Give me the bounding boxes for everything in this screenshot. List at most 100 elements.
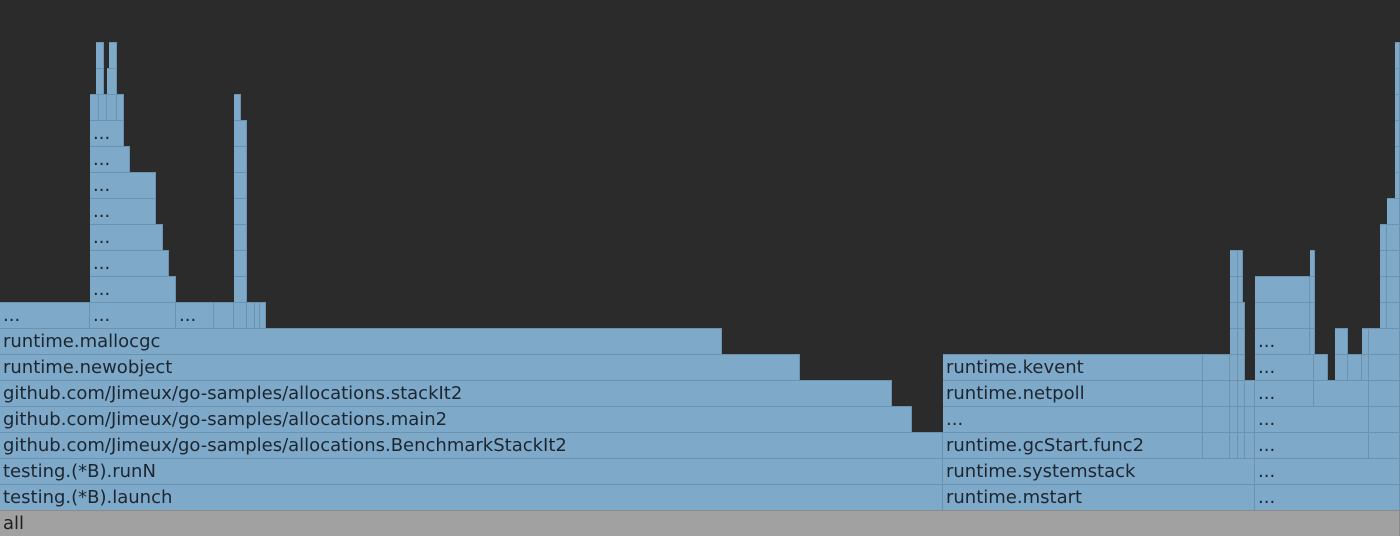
flame-frame[interactable] [234, 302, 247, 328]
flame-frame[interactable]: runtime.netpoll [943, 380, 1203, 406]
flame-frame[interactable]: ... [943, 406, 1203, 432]
flame-frame[interactable] [1245, 380, 1255, 406]
flame-frame[interactable]: ... [1255, 458, 1400, 484]
flame-frame[interactable]: ... [1255, 328, 1310, 354]
flame-frame[interactable]: runtime.gcStart.func2 [943, 432, 1203, 458]
flame-frame[interactable] [1380, 276, 1387, 302]
flame-frame[interactable] [1335, 328, 1348, 354]
flame-frame[interactable] [1203, 380, 1230, 406]
flame-frame[interactable] [234, 120, 247, 146]
flame-frame[interactable]: ... [1255, 432, 1369, 458]
flame-frame[interactable] [1238, 406, 1245, 432]
flame-root-frame[interactable]: all [0, 510, 1400, 536]
flame-frame[interactable] [1238, 380, 1245, 406]
flame-frame[interactable] [1362, 354, 1369, 380]
flame-frame[interactable] [99, 94, 107, 120]
flame-frame[interactable]: ... [90, 224, 163, 250]
flame-frame[interactable] [1310, 302, 1315, 328]
flame-frame[interactable]: ... [90, 276, 176, 302]
flame-frame[interactable] [260, 302, 266, 328]
flame-frame[interactable] [1255, 276, 1310, 302]
flame-frame[interactable]: runtime.kevent [943, 354, 1203, 380]
flame-frame[interactable]: ... [1255, 354, 1314, 380]
flame-frame[interactable]: ... [90, 302, 176, 328]
flame-frame[interactable] [1314, 380, 1369, 406]
flame-frame[interactable] [1245, 406, 1255, 432]
flame-frame[interactable] [1395, 172, 1400, 198]
flame-frame[interactable] [214, 302, 234, 328]
flame-frame[interactable] [1395, 94, 1400, 120]
flame-frame[interactable] [234, 276, 247, 302]
flame-frame[interactable] [1395, 146, 1400, 172]
flame-frame[interactable] [1238, 354, 1245, 380]
flame-frame[interactable] [1369, 354, 1400, 380]
flame-frame[interactable]: github.com/Jimeux/go-samples/allocations… [0, 406, 912, 432]
flame-frame[interactable] [1387, 302, 1400, 328]
flame-frame[interactable]: runtime.mstart [943, 484, 1255, 510]
flame-frame[interactable] [1395, 68, 1400, 94]
flame-frame[interactable] [234, 146, 247, 172]
flame-frame[interactable] [1380, 250, 1387, 276]
flame-frame[interactable] [1230, 432, 1238, 458]
flame-frame[interactable] [234, 198, 247, 224]
flame-frame[interactable] [1369, 432, 1400, 458]
flame-frame[interactable] [255, 302, 260, 328]
flame-frame[interactable] [96, 42, 104, 68]
flame-frame[interactable] [1230, 354, 1238, 380]
flame-frame[interactable] [1203, 354, 1230, 380]
flame-frame[interactable] [1230, 406, 1238, 432]
flame-frame[interactable] [1255, 302, 1310, 328]
flame-frame[interactable]: testing.(*B).runN [0, 458, 943, 484]
flame-frame[interactable]: ... [0, 302, 90, 328]
flame-frame[interactable] [1395, 42, 1400, 68]
flame-frame[interactable] [1348, 354, 1362, 380]
flame-frame[interactable] [1245, 432, 1255, 458]
flame-frame[interactable] [1230, 302, 1238, 328]
flame-frame[interactable] [1369, 328, 1400, 354]
flame-frame[interactable] [1380, 224, 1387, 250]
flame-frame[interactable] [234, 172, 247, 198]
flame-frame[interactable]: ... [1255, 406, 1369, 432]
flame-frame[interactable]: ... [1255, 484, 1400, 510]
flame-frame[interactable] [1203, 432, 1230, 458]
flame-frame[interactable] [1238, 250, 1243, 276]
flame-frame[interactable] [1230, 328, 1238, 354]
flame-frame[interactable]: ... [176, 302, 214, 328]
flame-frame[interactable]: runtime.newobject [0, 354, 800, 380]
flame-frame[interactable] [1238, 328, 1245, 354]
flame-frame[interactable] [1387, 198, 1400, 224]
flame-frame[interactable] [1314, 354, 1328, 380]
flame-frame[interactable] [234, 224, 247, 250]
flame-frame[interactable]: testing.(*B).launch [0, 484, 943, 510]
flame-frame[interactable] [1310, 328, 1315, 354]
flame-frame[interactable] [1203, 406, 1230, 432]
flame-frame[interactable] [1380, 302, 1387, 328]
flame-frame[interactable] [234, 250, 247, 276]
flame-frame[interactable] [1230, 250, 1238, 276]
flame-frame[interactable]: runtime.mallocgc [0, 328, 722, 354]
flame-frame[interactable] [1335, 354, 1348, 380]
flame-frame[interactable] [247, 302, 255, 328]
flame-frame[interactable] [107, 68, 117, 94]
flame-frame[interactable]: ... [90, 172, 156, 198]
flame-frame[interactable] [1230, 380, 1238, 406]
flame-frame[interactable] [1230, 276, 1238, 302]
flame-frame[interactable] [1369, 406, 1400, 432]
flame-frame[interactable] [90, 94, 99, 120]
flame-frame[interactable] [1387, 224, 1400, 250]
flame-frame[interactable] [117, 94, 124, 120]
flame-frame[interactable]: ... [1255, 380, 1314, 406]
flame-frame[interactable] [96, 68, 104, 94]
flame-frame[interactable] [109, 42, 117, 68]
flame-frame[interactable]: ... [90, 250, 169, 276]
flame-frame[interactable] [1369, 380, 1400, 406]
flame-frame[interactable] [1387, 276, 1400, 302]
flame-frame[interactable]: runtime.systemstack [943, 458, 1255, 484]
flame-frame[interactable] [234, 94, 241, 120]
flame-frame[interactable] [1238, 302, 1245, 328]
flame-frame[interactable]: github.com/Jimeux/go-samples/allocations… [0, 380, 892, 406]
flame-frame[interactable]: ... [90, 120, 124, 146]
flame-frame[interactable] [1387, 250, 1400, 276]
flame-frame[interactable] [1238, 276, 1243, 302]
flame-frame[interactable] [1238, 432, 1245, 458]
